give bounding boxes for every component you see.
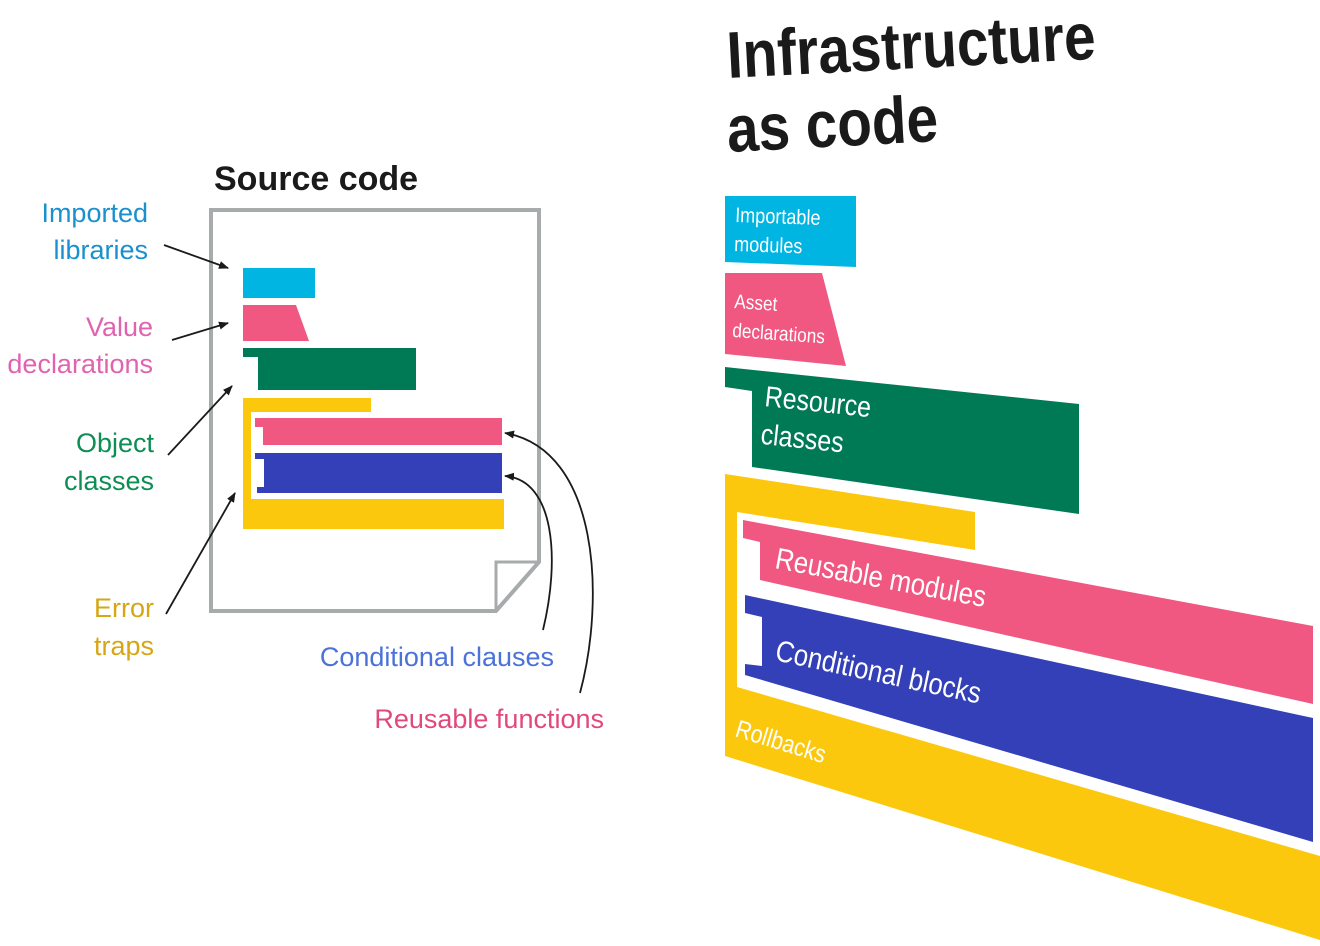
rollbacks-bar bbox=[725, 474, 1320, 940]
iac-title-line1: Infrastructure bbox=[725, 0, 1097, 93]
imported-libraries-block bbox=[243, 268, 315, 298]
label-imported-line1: Imported bbox=[41, 198, 148, 228]
value-declarations-block bbox=[243, 305, 309, 341]
label-imported-line2: libraries bbox=[53, 235, 148, 265]
importable-modules-bar bbox=[725, 196, 856, 267]
reusable-modules-bar bbox=[743, 520, 1313, 704]
label-error-line2: traps bbox=[94, 631, 154, 661]
label-object-line1: Object bbox=[76, 428, 155, 458]
asset-declarations-bar bbox=[725, 273, 846, 366]
resource-classes-bar bbox=[725, 367, 1079, 514]
importable-text-line1: Importable bbox=[735, 204, 821, 231]
arrow-imported bbox=[163, 244, 229, 269]
conditional-blocks-bar bbox=[745, 595, 1313, 842]
asset-text-line1: Asset bbox=[734, 290, 779, 316]
conditional-clauses-block bbox=[255, 453, 502, 493]
reusable-functions-block bbox=[255, 418, 502, 445]
arrow-error bbox=[165, 492, 236, 615]
document-dog-ear bbox=[494, 560, 539, 611]
arrow-reusable bbox=[504, 430, 594, 694]
label-object-line2: classes bbox=[64, 466, 154, 496]
iac-title-line2: as code bbox=[725, 82, 940, 167]
label-error-line1: Error bbox=[94, 593, 154, 623]
source-code-title: Source code bbox=[214, 160, 418, 198]
importable-text-line2: modules bbox=[734, 233, 803, 259]
error-traps-block bbox=[243, 398, 504, 529]
label-value-line1: Value bbox=[86, 312, 153, 342]
object-classes-block bbox=[243, 348, 416, 390]
label-value-line2: declarations bbox=[7, 349, 153, 379]
label-reusable-functions: Reusable functions bbox=[374, 704, 604, 734]
label-conditional-clauses: Conditional clauses bbox=[320, 642, 554, 672]
arrow-object bbox=[167, 385, 233, 456]
arrow-value bbox=[171, 321, 229, 341]
arrow-conditional bbox=[504, 472, 553, 631]
